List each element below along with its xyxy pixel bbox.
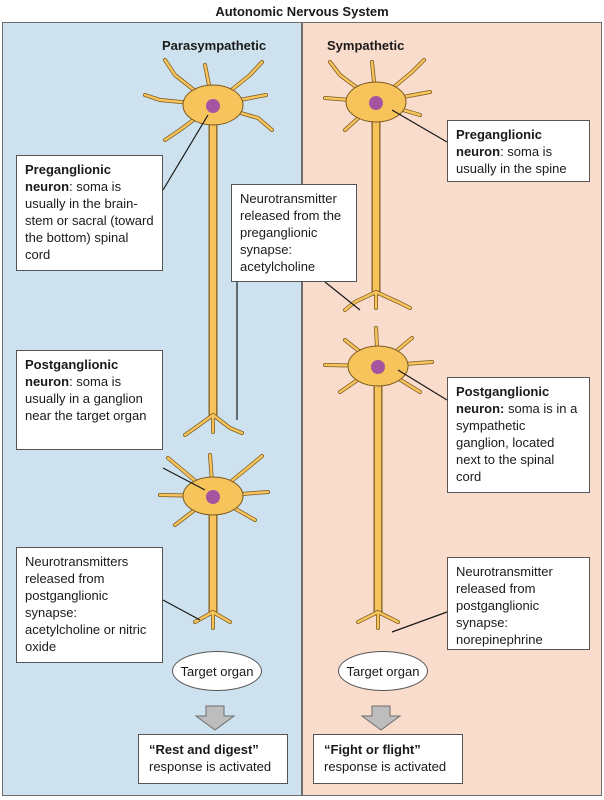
symp-pre-bold: Preganglionic neuron: [456, 127, 542, 159]
parasympathetic-postganglionic-neuron: [158, 453, 270, 630]
para-preganglionic-label: Preganglionic neuron: soma is usually in…: [16, 155, 163, 271]
symp-response-bold: “Fight or flight”: [324, 742, 421, 757]
para-pre-bold: Preganglionic neuron: [25, 162, 111, 194]
symp-preganglionic-label: Preganglionic neuron: soma is usually in…: [447, 120, 590, 182]
para-response-box: “Rest and digest” response is activated: [138, 734, 288, 784]
down-arrows: [194, 705, 402, 731]
symp-target-organ: Target organ: [338, 651, 428, 691]
sympathetic-preganglionic-neuron: [323, 58, 432, 312]
diagram-title: Autonomic Nervous System: [215, 4, 389, 19]
para-post-text: : soma is usually in a ganglion near the…: [25, 374, 147, 423]
symp-post-bold: Postganglionic neuron:: [456, 384, 550, 416]
para-response-text: response is activated: [149, 759, 272, 774]
para-response-bold: “Rest and digest”: [149, 742, 259, 757]
symp-post-text: soma is in a sympathetic ganglion, locat…: [456, 401, 578, 484]
para-neurotransmitter-label: Neurotransmitters released from postgang…: [16, 547, 163, 663]
para-post-bold: Postganglionic neuron: [25, 357, 119, 389]
symp-neurotransmitter-label: Neurotransmitter released from postgangl…: [447, 557, 590, 650]
symp-postganglionic-label: Postganglionic neuron: soma is in a symp…: [447, 377, 590, 493]
pre-synapse-neurotransmitter-label: Neurotransmitter released from the prega…: [231, 184, 357, 282]
symp-pre-text: : soma is usually in the spine: [456, 144, 567, 176]
sympathetic-postganglionic-neuron: [323, 326, 434, 630]
para-pre-text: : soma is usually in the brain-stem or s…: [25, 179, 154, 262]
parasympathetic-preganglionic-neuron: [143, 58, 274, 437]
leader-lines: [162, 109, 448, 633]
para-postganglionic-label: Postganglionic neuron: soma is usually i…: [16, 350, 163, 450]
symp-response-text: response is activated: [324, 759, 447, 774]
sympathetic-heading: Sympathetic: [327, 38, 405, 53]
symp-response-box: “Fight or flight” response is activated: [313, 734, 463, 784]
parasympathetic-heading: Parasympathetic: [162, 38, 267, 53]
para-target-organ: Target organ: [172, 651, 262, 691]
